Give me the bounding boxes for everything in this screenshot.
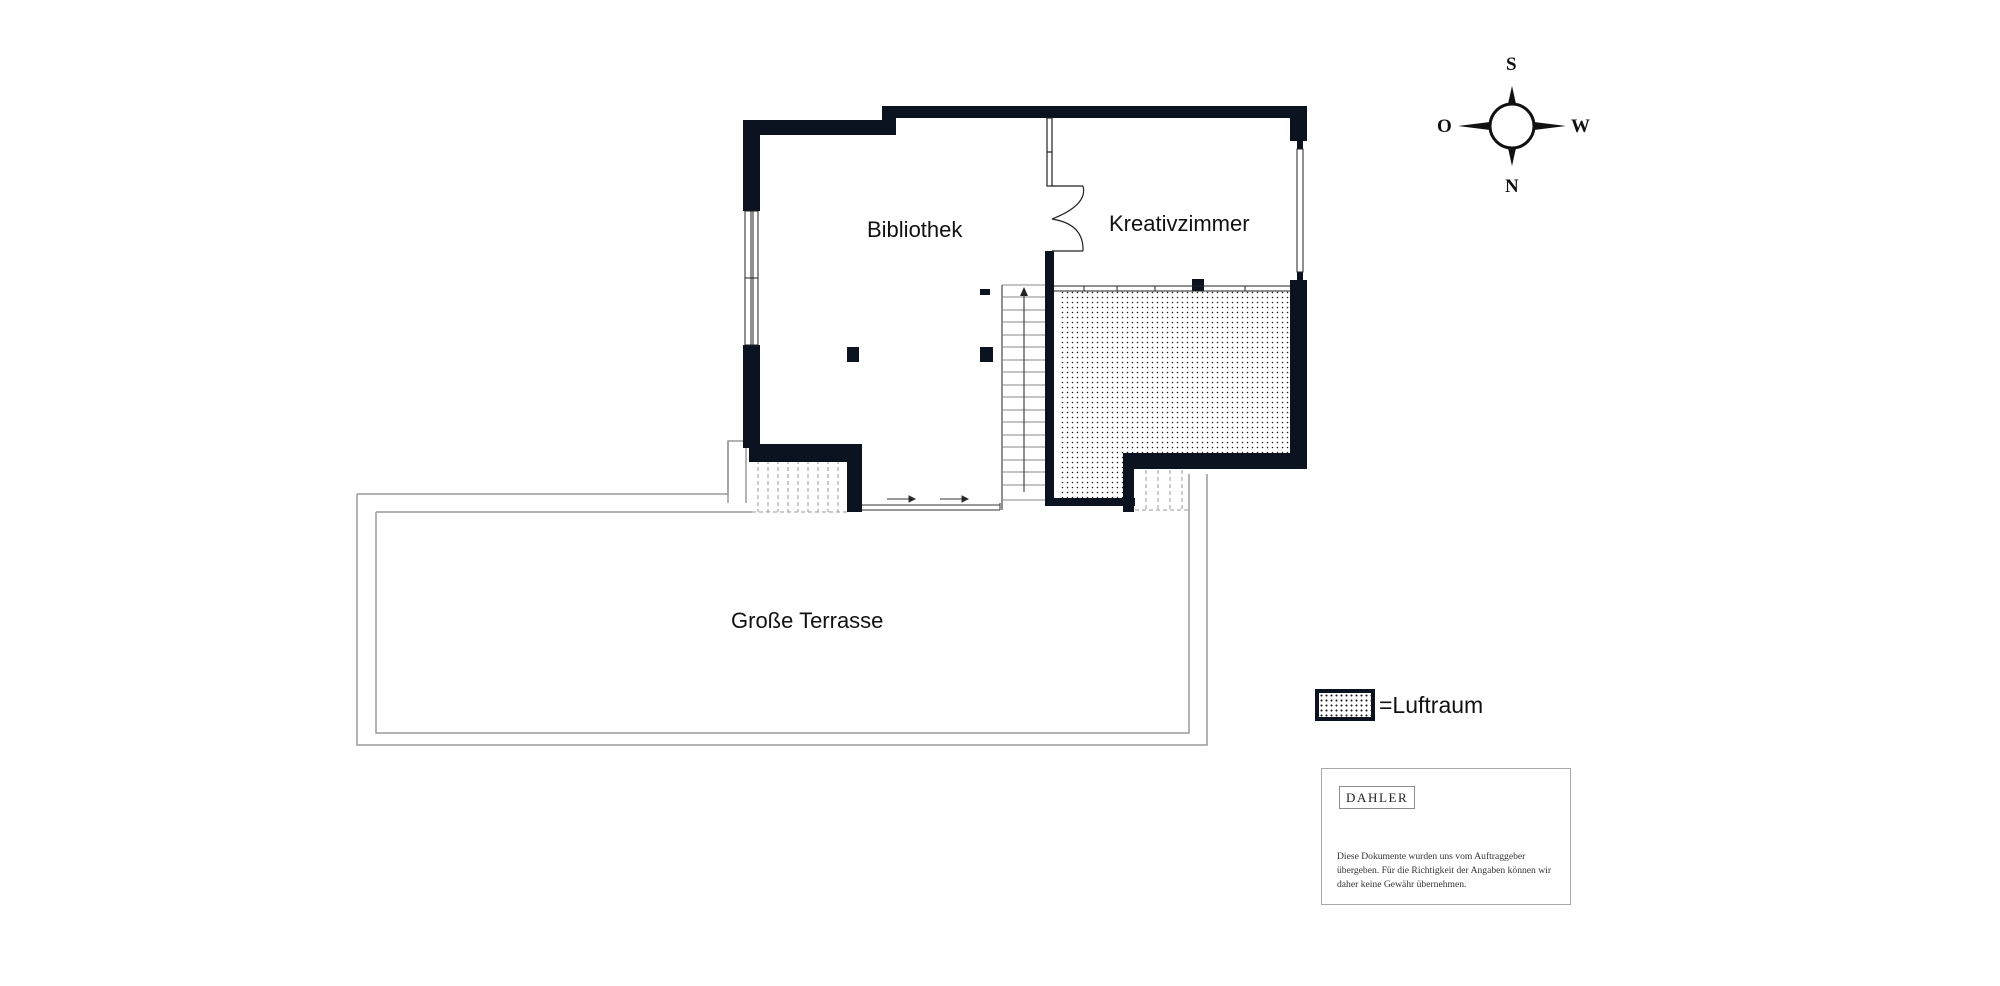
brand-logo: DAHLER [1339, 786, 1416, 809]
sliding-door [862, 495, 1001, 511]
room-label-kreativzimmer: Kreativzimmer [1109, 211, 1250, 236]
info-box: DAHLER Diese Dokumente wurden uns vom Au… [1321, 768, 1571, 905]
window-right [1296, 148, 1304, 273]
legend-label: =Luftraum [1379, 691, 1484, 718]
compass-east-label: O [1437, 116, 1452, 137]
room-label-bibliothek: Bibliothek [867, 217, 963, 242]
door-bibliothek-kreativzimmer [1046, 117, 1085, 252]
stairs [1001, 284, 1045, 510]
luftraum-swatch [1315, 689, 1375, 721]
compass-north-label: N [1505, 176, 1519, 197]
legend: =Luftraum [1315, 689, 1483, 721]
terrace-outline [356, 440, 1208, 746]
disclaimer-text: Diese Dokumente wurden uns vom Auftragge… [1337, 851, 1552, 890]
luftraum-area [1059, 291, 1290, 498]
compass-west-label: W [1571, 116, 1590, 137]
dashed-overhang-left [752, 460, 849, 513]
window-left [744, 210, 759, 346]
dashed-overhang-right [1135, 470, 1189, 511]
compass-icon [1458, 86, 1566, 166]
room-label-terrasse: Große Terrasse [731, 608, 884, 633]
compass-south-label: S [1506, 54, 1517, 75]
walls [743, 106, 1307, 512]
railing [1054, 285, 1290, 292]
